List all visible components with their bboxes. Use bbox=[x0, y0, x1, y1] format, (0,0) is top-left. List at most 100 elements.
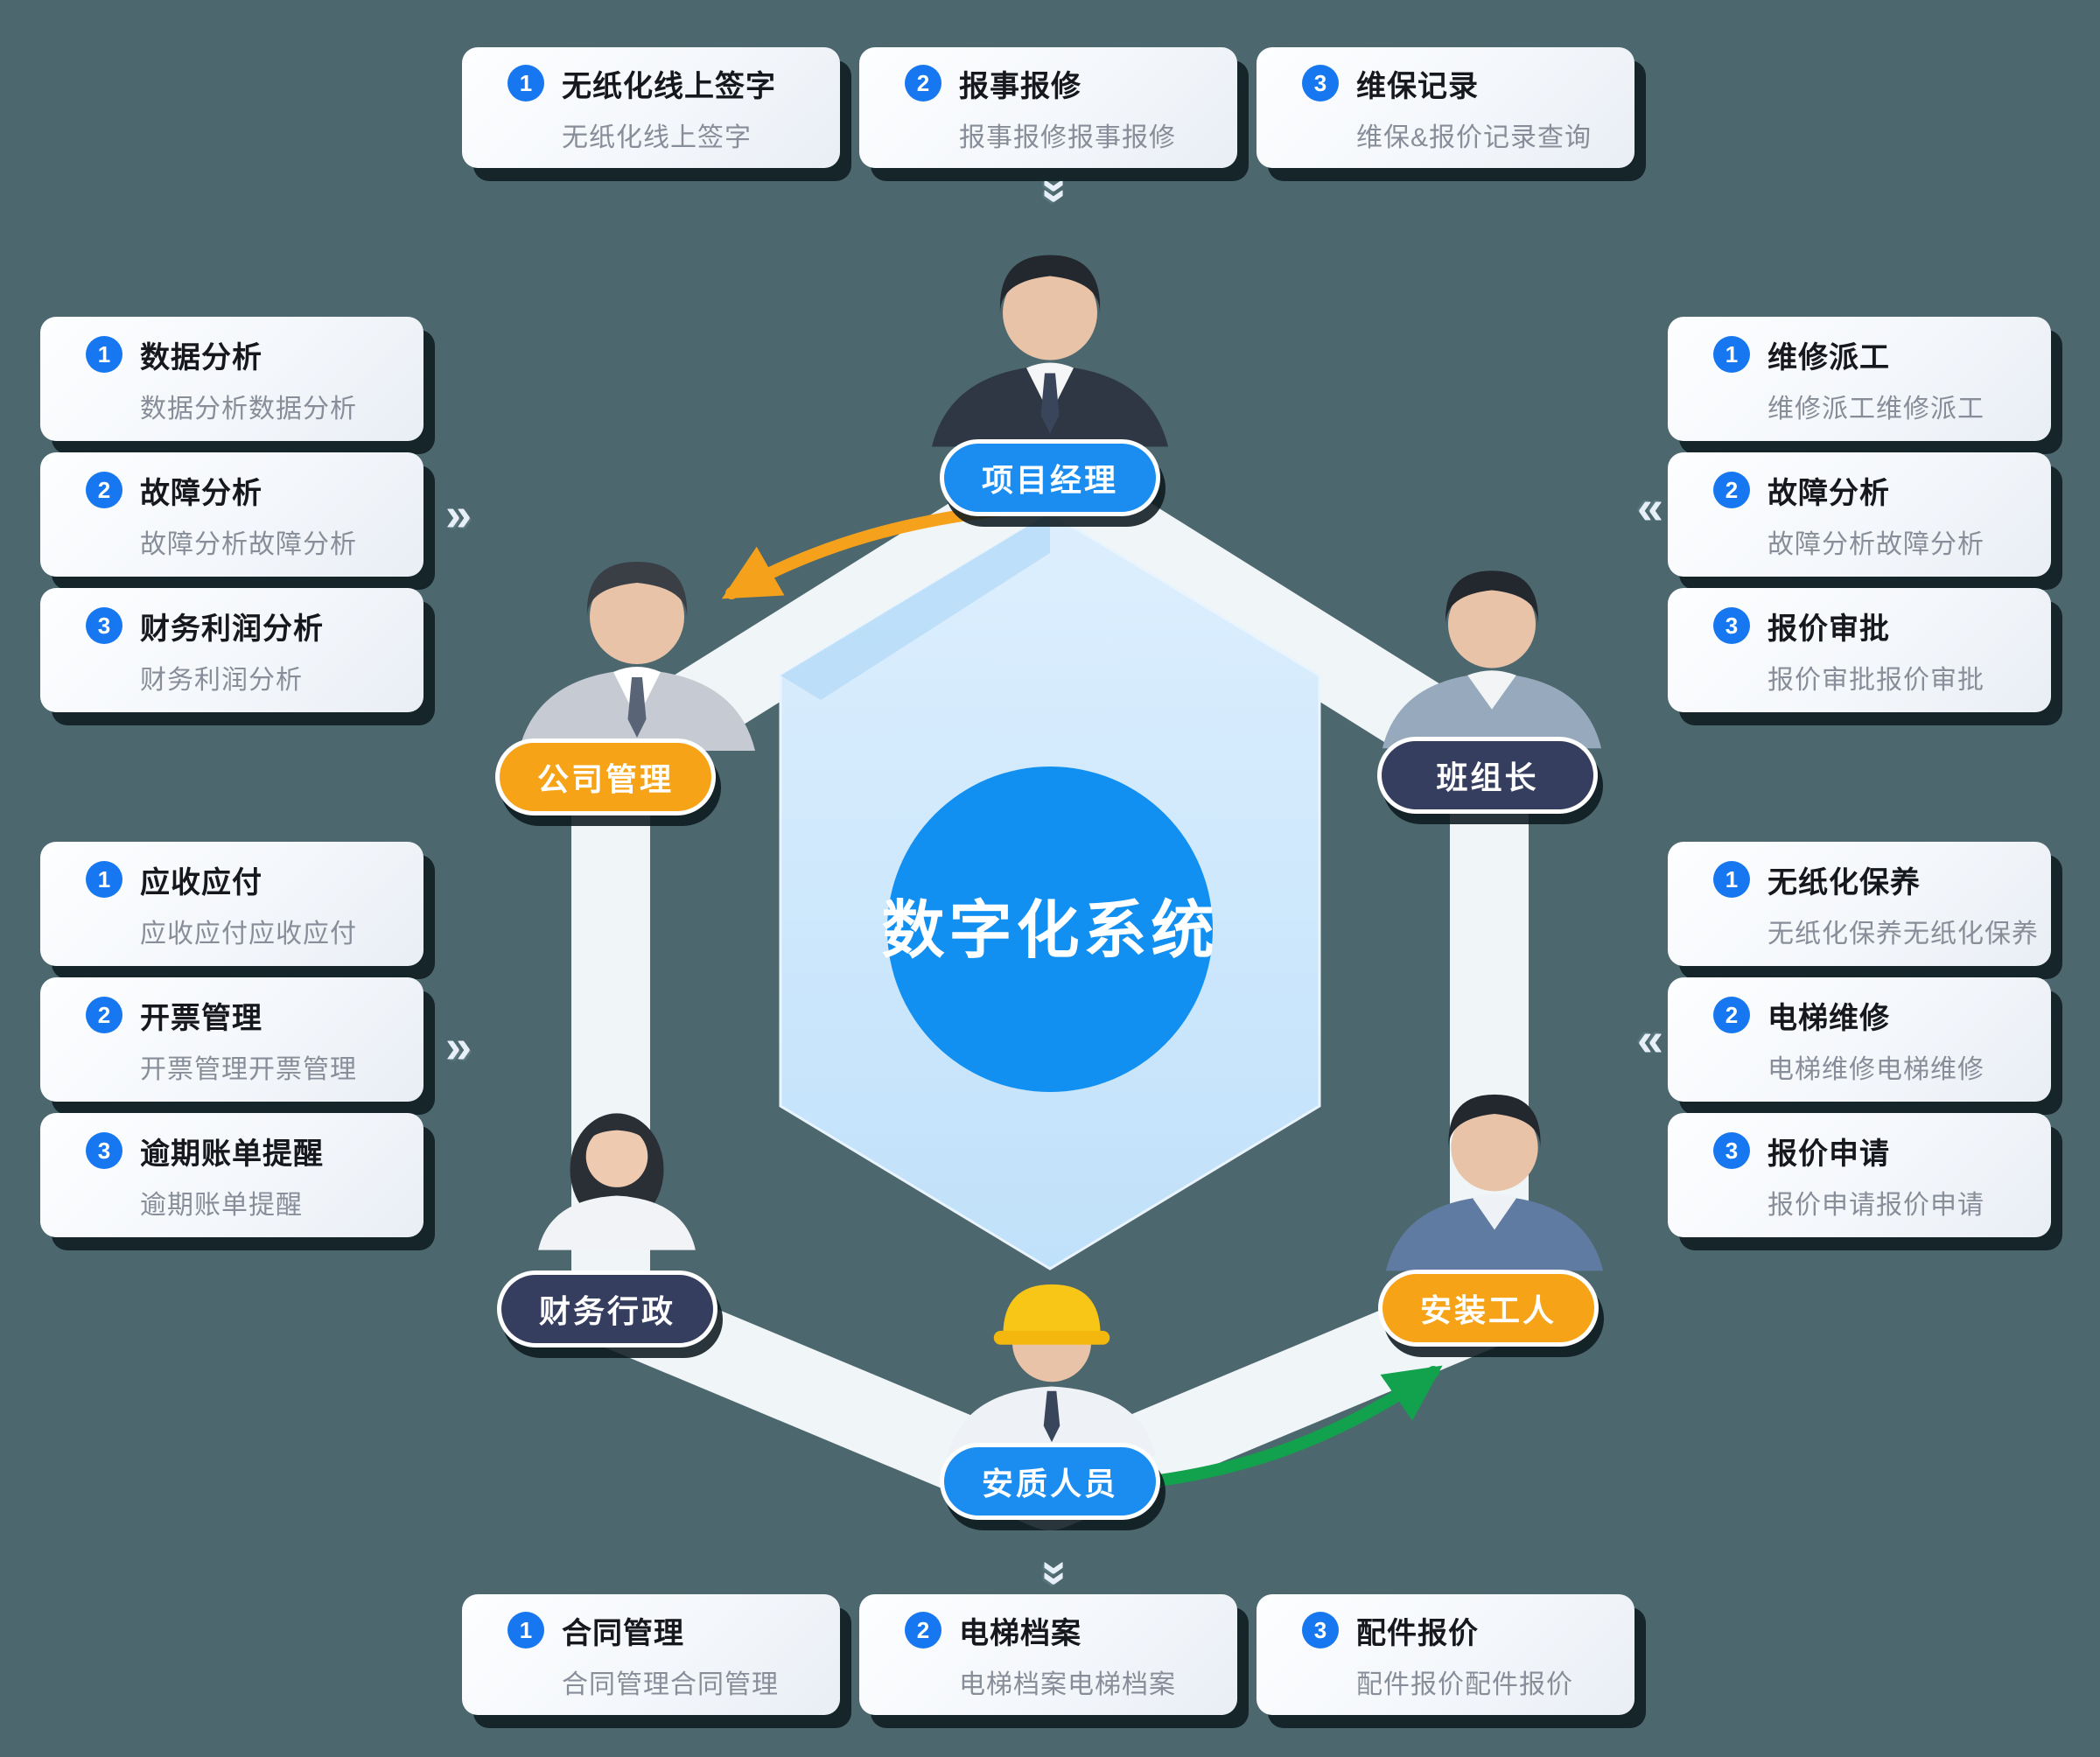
step-badge: 3 bbox=[1302, 1612, 1339, 1648]
photo-team-leader bbox=[1370, 551, 1614, 751]
card-title: 配件报价 bbox=[1356, 1616, 1479, 1650]
card-title: 报价审批 bbox=[1768, 612, 1890, 646]
step-badge: 1 bbox=[508, 65, 544, 102]
feature-card: 2 报事报修 报事报修报事报修 bbox=[859, 47, 1237, 168]
card-desc: 无纸化线上签字 bbox=[562, 122, 752, 152]
feature-card: 3 报价申请 报价申请报价申请 bbox=[1668, 1113, 2051, 1237]
photo-project-manager bbox=[919, 234, 1181, 449]
feature-card: 2 故障分析 故障分析故障分析 bbox=[40, 452, 424, 577]
card-group-bottom: 1 合同管理 合同管理合同管理 2 电梯档案 电梯档案电梯档案 3 配件报价 配… bbox=[462, 1594, 1634, 1715]
step-badge: 1 bbox=[1713, 861, 1750, 898]
feature-card: 2 电梯维修 电梯维修电梯维修 bbox=[1668, 977, 2051, 1102]
card-title: 电梯档案 bbox=[959, 1616, 1082, 1650]
card-title: 财务利润分析 bbox=[140, 612, 324, 646]
photo-company-management bbox=[506, 541, 768, 751]
role-label: 项目经理 bbox=[981, 462, 1118, 498]
card-title: 故障分析 bbox=[1768, 476, 1890, 510]
card-title: 开票管理 bbox=[140, 1001, 262, 1035]
step-badge: 2 bbox=[1713, 472, 1750, 508]
role-pill-team-leader: 班组长 bbox=[1377, 737, 1598, 814]
role-label: 安装工人 bbox=[1419, 1292, 1557, 1328]
card-title: 报事报修 bbox=[959, 69, 1082, 103]
feature-card: 1 合同管理 合同管理合同管理 bbox=[462, 1594, 840, 1715]
step-badge: 1 bbox=[508, 1612, 544, 1648]
card-title: 合同管理 bbox=[562, 1616, 684, 1650]
feature-card: 1 数据分析 数据分析数据分析 bbox=[40, 317, 424, 441]
step-badge: 3 bbox=[1302, 65, 1339, 102]
card-desc: 财务利润分析 bbox=[140, 665, 303, 695]
card-desc: 维修派工维修派工 bbox=[1768, 394, 1984, 424]
feature-card: 3 维保记录 维保&报价记录查询 bbox=[1256, 47, 1634, 168]
card-title: 逾期账单提醒 bbox=[140, 1137, 324, 1171]
card-title: 无纸化保养 bbox=[1768, 865, 1921, 900]
photo-safety-quality bbox=[924, 1270, 1180, 1456]
card-desc: 逾期账单提醒 bbox=[140, 1190, 303, 1220]
card-desc: 报价申请报价申请 bbox=[1768, 1190, 1984, 1220]
card-desc: 开票管理开票管理 bbox=[140, 1054, 357, 1084]
feature-card: 1 维修派工 维修派工维修派工 bbox=[1668, 317, 2051, 441]
card-desc: 合同管理合同管理 bbox=[562, 1670, 779, 1699]
chevron-right-icon: » bbox=[444, 1020, 472, 1073]
center-system-label: 数字化系统 bbox=[881, 896, 1218, 966]
role-label: 班组长 bbox=[1436, 760, 1539, 795]
step-badge: 3 bbox=[86, 607, 122, 644]
chevron-down-icon: » bbox=[1031, 177, 1083, 205]
photo-installer bbox=[1374, 1069, 1615, 1279]
card-desc: 电梯维修电梯维修 bbox=[1768, 1054, 1984, 1084]
hexagon-shade-edge bbox=[780, 513, 1050, 700]
card-desc: 无纸化保养无纸化保养 bbox=[1768, 919, 2039, 948]
step-badge: 3 bbox=[86, 1132, 122, 1169]
card-title: 数据分析 bbox=[140, 340, 262, 374]
chevron-right-icon: » bbox=[444, 488, 472, 541]
step-badge: 3 bbox=[1713, 607, 1750, 644]
feature-card: 2 电梯档案 电梯档案电梯档案 bbox=[859, 1594, 1237, 1715]
card-group-right-bottom: 1 无纸化保养 无纸化保养无纸化保养 2 电梯维修 电梯维修电梯维修 3 报价申… bbox=[1668, 842, 2051, 1237]
card-desc: 数据分析数据分析 bbox=[140, 394, 357, 424]
card-title: 报价申请 bbox=[1768, 1137, 1890, 1171]
card-group-top: 1 无纸化线上签字 无纸化线上签字 2 报事报修 报事报修报事报修 3 维保记录… bbox=[462, 47, 1634, 168]
card-desc: 故障分析故障分析 bbox=[1768, 529, 1984, 559]
card-group-right-top: 1 维修派工 维修派工维修派工 2 故障分析 故障分析故障分析 3 报价审批 报… bbox=[1668, 317, 2051, 712]
card-desc: 应收应付应收应付 bbox=[140, 919, 357, 948]
step-badge: 2 bbox=[905, 1612, 942, 1648]
feature-card: 3 财务利润分析 财务利润分析 bbox=[40, 588, 424, 712]
card-title: 应收应付 bbox=[140, 865, 262, 900]
card-group-left-top: 1 数据分析 数据分析数据分析 2 故障分析 故障分析故障分析 3 财务利润分析… bbox=[40, 317, 424, 712]
feature-card: 2 开票管理 开票管理开票管理 bbox=[40, 977, 424, 1102]
role-label: 安质人员 bbox=[981, 1466, 1118, 1502]
step-badge: 2 bbox=[86, 997, 122, 1033]
card-group-left-bottom: 1 应收应付 应收应付应收应付 2 开票管理 开票管理开票管理 3 逾期账单提醒… bbox=[40, 842, 424, 1237]
card-title: 无纸化线上签字 bbox=[562, 69, 776, 103]
step-badge: 2 bbox=[905, 65, 942, 102]
feature-card: 2 故障分析 故障分析故障分析 bbox=[1668, 452, 2051, 577]
role-pill-finance-admin: 财务行政 bbox=[497, 1270, 718, 1348]
step-badge: 1 bbox=[86, 861, 122, 898]
step-badge: 2 bbox=[86, 472, 122, 508]
step-badge: 3 bbox=[1713, 1132, 1750, 1169]
center-circle bbox=[887, 766, 1213, 1092]
chevron-down-icon: » bbox=[1031, 1559, 1083, 1587]
feature-card: 1 无纸化保养 无纸化保养无纸化保养 bbox=[1668, 842, 2051, 966]
card-desc: 电梯档案电梯档案 bbox=[959, 1670, 1176, 1699]
role-pill-project-manager: 项目经理 bbox=[940, 439, 1160, 516]
card-desc: 报价审批报价审批 bbox=[1768, 665, 1984, 695]
role-pill-installer: 安装工人 bbox=[1378, 1270, 1599, 1347]
card-title: 维保记录 bbox=[1356, 69, 1479, 103]
feature-card: 1 应收应付 应收应付应收应付 bbox=[40, 842, 424, 966]
card-desc: 维保&报价记录查询 bbox=[1356, 122, 1592, 152]
feature-card: 3 配件报价 配件报价配件报价 bbox=[1256, 1594, 1634, 1715]
role-pill-safety-quality: 安质人员 bbox=[940, 1443, 1160, 1520]
card-title: 故障分析 bbox=[140, 476, 262, 510]
role-label: 公司管理 bbox=[536, 761, 674, 797]
feature-card: 3 逾期账单提醒 逾期账单提醒 bbox=[40, 1113, 424, 1237]
card-desc: 配件报价配件报价 bbox=[1356, 1670, 1573, 1699]
photo-finance-admin bbox=[523, 1069, 710, 1281]
card-title: 维修派工 bbox=[1768, 340, 1890, 374]
card-desc: 报事报修报事报修 bbox=[959, 122, 1176, 152]
step-badge: 1 bbox=[1713, 336, 1750, 373]
step-badge: 2 bbox=[1713, 997, 1750, 1033]
card-title: 电梯维修 bbox=[1768, 1001, 1890, 1035]
card-desc: 故障分析故障分析 bbox=[140, 529, 357, 559]
role-pill-company-management: 公司管理 bbox=[495, 738, 716, 816]
